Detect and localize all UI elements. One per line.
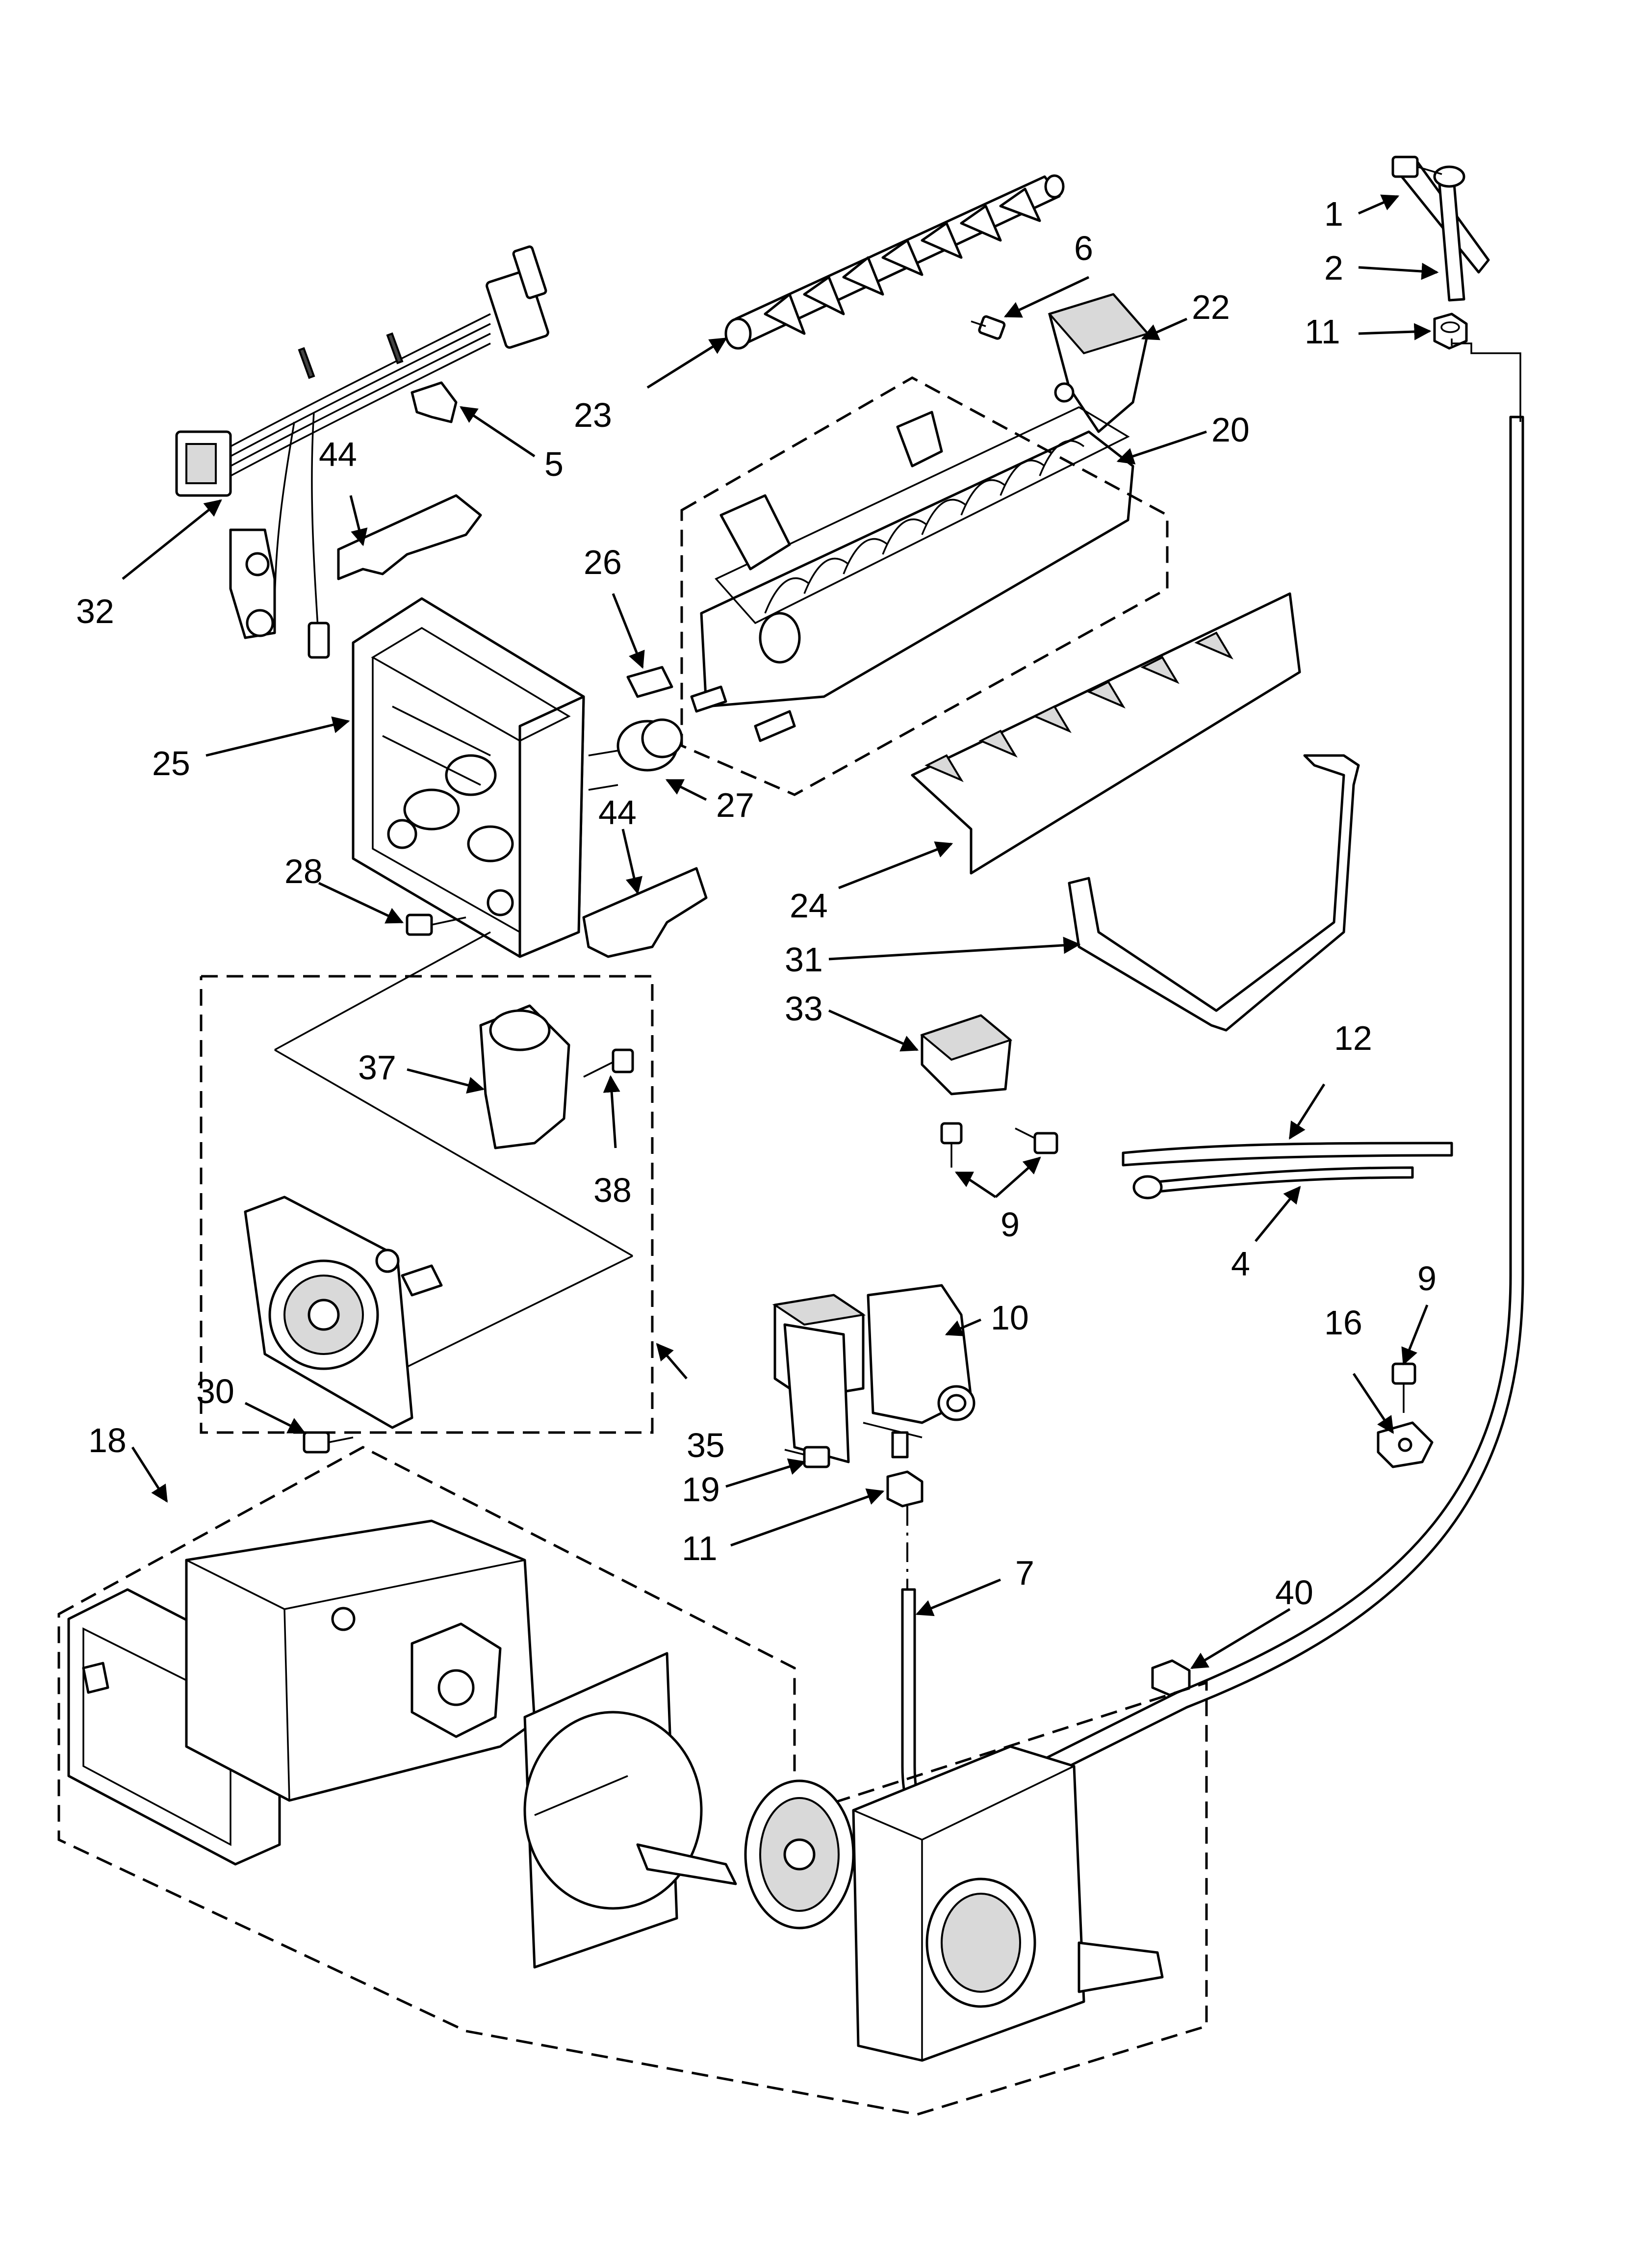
fan-blade-part [744, 1779, 855, 1929]
callout-31: 31 [785, 940, 823, 979]
screw-part-38 [583, 1048, 634, 1078]
screw-part-28 [406, 913, 466, 936]
motor-assembly-boundary [200, 975, 654, 1434]
guide-line-a [274, 931, 491, 1051]
callout-22: 22 [1192, 288, 1230, 326]
callout-labels: 1 2 11 6 22 23 20 5 44 32 26 25 27 44 28… [76, 195, 1437, 1612]
callout-12: 12 [1334, 1019, 1372, 1057]
callout-32: 32 [76, 592, 114, 630]
callout-5: 5 [544, 445, 564, 483]
fill-cup-part [1048, 293, 1150, 433]
callout-30: 30 [196, 1372, 234, 1410]
control-module-housing-part [352, 597, 585, 958]
callout-25: 25 [152, 744, 190, 782]
callout-27: 27 [716, 786, 754, 824]
clamp-part-16 [1377, 1421, 1434, 1468]
screw-part-9-b [1015, 1127, 1058, 1154]
callout-35: 35 [687, 1426, 725, 1464]
callout-24: 24 [790, 886, 828, 925]
screw-part-30 [303, 1431, 354, 1454]
callout-9-a: 9 [1001, 1205, 1020, 1244]
callout-11-lower: 11 [682, 1529, 718, 1567]
callout-1: 1 [1324, 195, 1343, 233]
callout-19: 19 [682, 1470, 720, 1509]
callout-28: 28 [284, 852, 323, 890]
tube-part-4 [1132, 1166, 1414, 1199]
nut-part-11-lower [886, 1470, 924, 1508]
callout-44-upper: 44 [319, 435, 357, 473]
callout-23: 23 [574, 396, 612, 434]
gear-module-plate-part [244, 1196, 443, 1429]
clip-part-5 [410, 381, 458, 423]
screw-part-1 [1391, 156, 1442, 178]
cover-part-33 [920, 1014, 1013, 1095]
evaporator-cover-part [852, 1745, 1164, 2062]
callout-2: 2 [1324, 249, 1343, 287]
motor-part-37 [479, 1004, 570, 1149]
callout-26: 26 [584, 543, 622, 581]
callout-16: 16 [1324, 1303, 1362, 1342]
callout-18: 18 [88, 1421, 127, 1460]
callout-4: 4 [1231, 1245, 1250, 1283]
callout-44-lower: 44 [598, 793, 637, 832]
callout-40: 40 [1275, 1573, 1313, 1612]
ice-mold-part [690, 406, 1134, 742]
ice-stripper-part [911, 592, 1301, 875]
callout-33: 33 [785, 990, 823, 1028]
water-valve-part [772, 1284, 975, 1463]
ejector-blade-assembly-part [724, 174, 1065, 350]
screw-part-19 [784, 1446, 830, 1468]
fill-tube-part [1396, 160, 1490, 302]
water-line-top-segment [1451, 339, 1521, 422]
screw-part-6 [971, 315, 1006, 340]
bracket-part-44-lower [582, 867, 708, 958]
auger-motor-assembly-boundary [57, 1446, 1208, 2116]
leader-lines [122, 194, 1439, 1669]
callout-6: 6 [1074, 229, 1093, 267]
mold-assembly-boundary [680, 376, 1169, 796]
tube-part-12 [1122, 1142, 1453, 1167]
callout-20: 20 [1211, 411, 1250, 449]
callout-11-top: 11 [1305, 313, 1340, 351]
guide-line-b [274, 1049, 633, 1257]
callout-38: 38 [593, 1171, 632, 1209]
callout-7: 7 [1015, 1554, 1034, 1592]
shutoff-arm-part [1068, 754, 1360, 1032]
wire-harness-part [175, 245, 549, 659]
screw-part-9-a [940, 1122, 963, 1168]
screw-part-9-c [1391, 1362, 1416, 1413]
clip-part-26 [626, 666, 673, 698]
fan-shroud-part [523, 1652, 737, 1969]
bracket-part-44-upper [337, 494, 482, 580]
motor-housing-part [185, 1519, 536, 1802]
callout-10: 10 [991, 1299, 1029, 1337]
callout-9-b: 9 [1417, 1259, 1437, 1298]
callout-37: 37 [358, 1048, 396, 1087]
thermostat-part-27 [588, 718, 683, 791]
nut-part-11-top [1433, 313, 1468, 350]
